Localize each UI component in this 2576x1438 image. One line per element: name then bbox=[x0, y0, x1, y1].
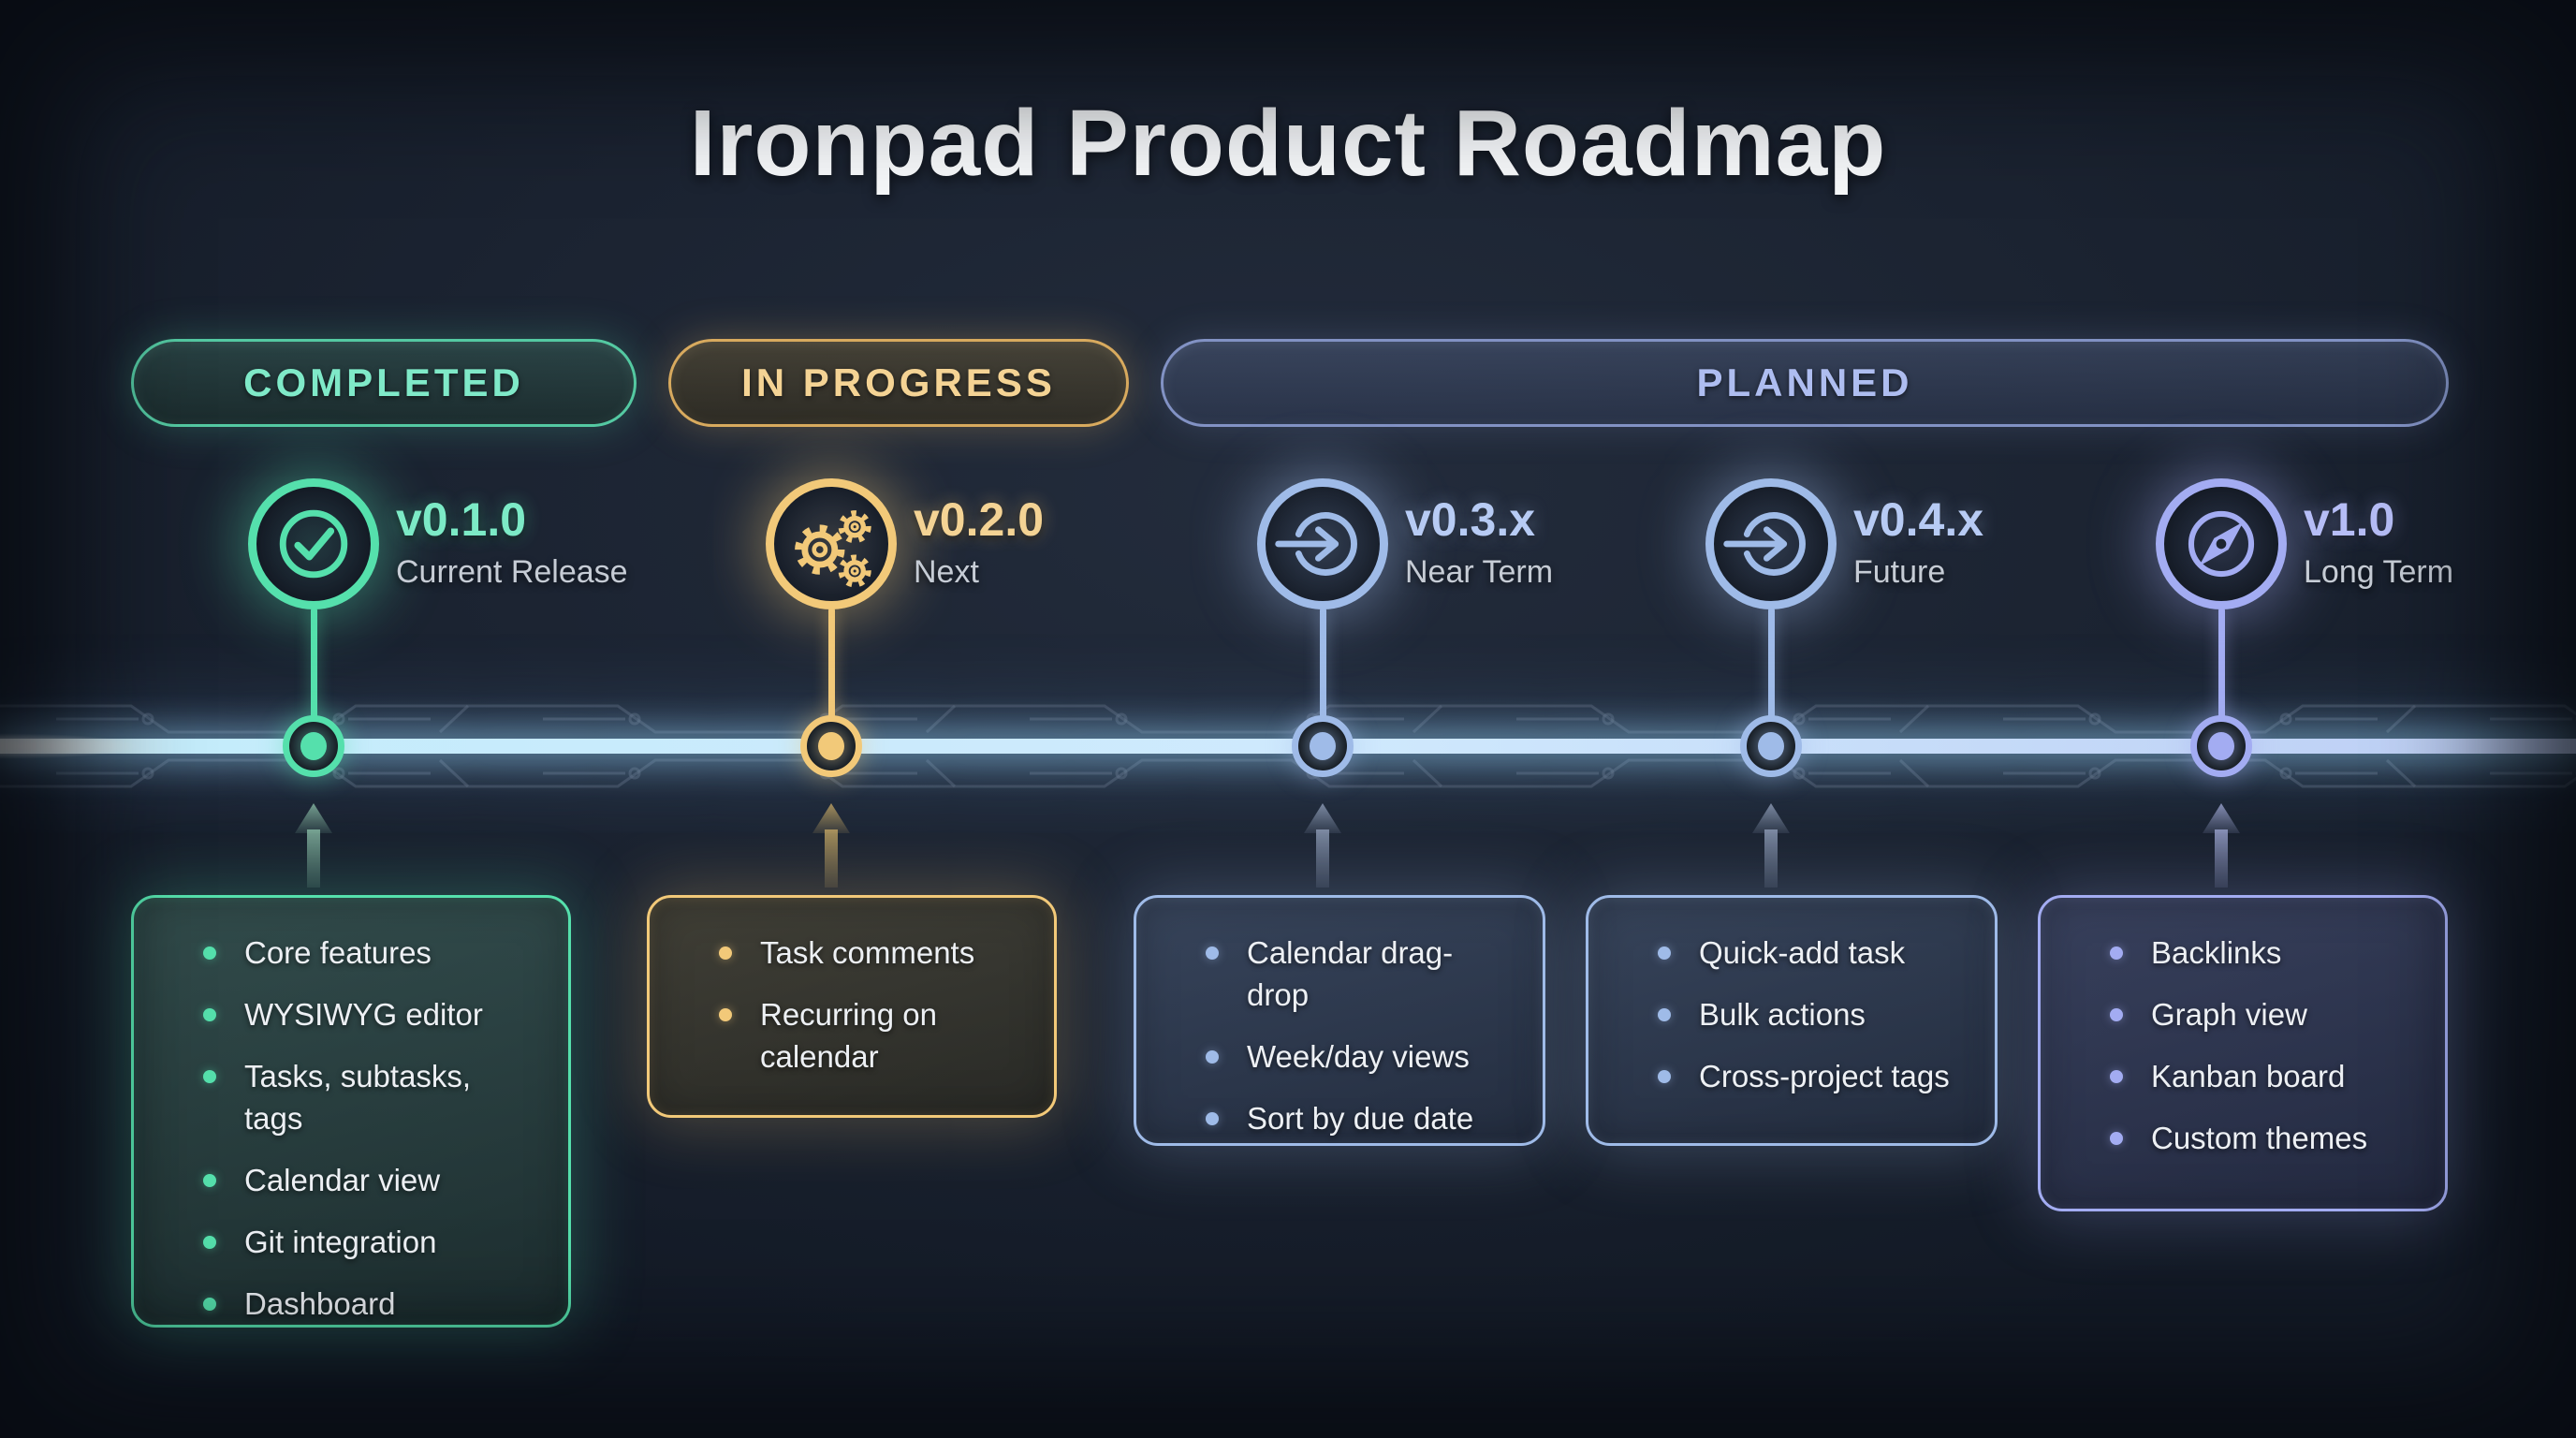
list-item: Task comments bbox=[687, 932, 1017, 974]
timeline-node bbox=[1740, 715, 1802, 777]
bullet-icon bbox=[719, 1008, 732, 1021]
bullet-icon bbox=[1206, 1050, 1219, 1064]
status-banner-planned: PLANNED bbox=[1161, 339, 2449, 427]
bullet-icon bbox=[1658, 1070, 1671, 1083]
up-arrow-icon bbox=[1304, 803, 1341, 888]
milestone-connector bbox=[311, 608, 317, 722]
milestone-badge-v03x bbox=[1257, 478, 1388, 609]
feature-list: Task comments Recurring on calendar bbox=[687, 932, 1017, 1078]
up-arrow-icon bbox=[295, 803, 332, 888]
feature-card-v10: Backlinks Graph view Kanban board Custom… bbox=[2038, 895, 2448, 1211]
arrow-circle-icon bbox=[1723, 512, 1806, 576]
list-item: Git integration bbox=[171, 1221, 531, 1263]
timeline-node-dot bbox=[1758, 732, 1784, 760]
milestone-connector bbox=[2218, 608, 2225, 722]
milestone-connector bbox=[828, 608, 835, 722]
arrow-circle-icon bbox=[1275, 512, 1357, 576]
feature-card-v020: Task comments Recurring on calendar bbox=[647, 895, 1057, 1118]
list-item: Week/day views bbox=[1174, 1035, 1505, 1078]
list-item: Calendar view bbox=[171, 1159, 531, 1201]
list-item: Tasks, subtasks, tags bbox=[171, 1055, 531, 1139]
list-item: Backlinks bbox=[2078, 932, 2408, 974]
feature-list: Calendar drag-drop Week/day views Sort b… bbox=[1174, 932, 1505, 1139]
milestone-timeframe: Current Release bbox=[396, 554, 628, 590]
timeline-node bbox=[283, 715, 344, 777]
list-item: Calendar drag-drop bbox=[1174, 932, 1505, 1016]
bullet-icon bbox=[203, 1298, 216, 1311]
milestone-version: v0.3.x bbox=[1405, 493, 1536, 546]
bullet-icon bbox=[2110, 1132, 2123, 1145]
timeline-node-dot bbox=[818, 732, 844, 760]
feature-card-v04x: Quick-add task Bulk actions Cross-projec… bbox=[1586, 895, 1998, 1146]
status-banner-label: PLANNED bbox=[1696, 360, 1913, 404]
list-item: WYSIWYG editor bbox=[171, 993, 531, 1035]
feature-list: Quick-add task Bulk actions Cross-projec… bbox=[1626, 932, 1957, 1097]
status-banner-completed: COMPLETED bbox=[131, 339, 637, 427]
list-item: Quick-add task bbox=[1626, 932, 1957, 974]
timeline-glow-cap bbox=[0, 733, 140, 759]
timeline-node-dot bbox=[2208, 732, 2234, 760]
milestone-version: v0.1.0 bbox=[396, 493, 527, 546]
compass-icon bbox=[2188, 510, 2255, 578]
list-item: Graph view bbox=[2078, 993, 2408, 1035]
page-title: Ironpad Product Roadmap bbox=[689, 91, 1887, 196]
milestone-version: v1.0 bbox=[2304, 493, 2395, 546]
bullet-icon bbox=[2110, 1008, 2123, 1021]
bullet-icon bbox=[2110, 1070, 2123, 1083]
milestone-badge-v020 bbox=[766, 478, 897, 609]
bullet-icon bbox=[203, 1236, 216, 1249]
milestone-badge-v10 bbox=[2156, 478, 2287, 609]
milestone-timeframe: Long Term bbox=[2304, 554, 2454, 590]
bullet-icon bbox=[2110, 946, 2123, 960]
list-item: Core features bbox=[171, 932, 531, 974]
milestone-connector bbox=[1768, 608, 1775, 722]
list-item: Bulk actions bbox=[1626, 993, 1957, 1035]
feature-list: Core features WYSIWYG editor Tasks, subt… bbox=[171, 932, 531, 1325]
timeline-node-dot bbox=[300, 732, 327, 760]
feature-list: Backlinks Graph view Kanban board Custom… bbox=[2078, 932, 2408, 1159]
list-item: Sort by due date bbox=[1174, 1097, 1505, 1139]
list-item: Recurring on calendar bbox=[687, 993, 1017, 1078]
bullet-icon bbox=[203, 1174, 216, 1187]
milestone-badge-v010 bbox=[248, 478, 379, 609]
check-circle-icon bbox=[279, 509, 348, 579]
bullet-icon bbox=[1206, 946, 1219, 960]
feature-card-v03x: Calendar drag-drop Week/day views Sort b… bbox=[1134, 895, 1545, 1146]
bullet-icon bbox=[719, 946, 732, 960]
list-item: Kanban board bbox=[2078, 1055, 2408, 1097]
bullet-icon bbox=[1206, 1112, 1219, 1125]
list-item: Cross-project tags bbox=[1626, 1055, 1957, 1097]
list-item: Custom themes bbox=[2078, 1117, 2408, 1159]
milestone-badge-v04x bbox=[1705, 478, 1837, 609]
up-arrow-icon bbox=[1752, 803, 1790, 888]
milestone-timeframe: Future bbox=[1853, 554, 1946, 590]
bullet-icon bbox=[1658, 946, 1671, 960]
status-banner-label: IN PROGRESS bbox=[741, 360, 1056, 404]
bullet-icon bbox=[203, 1070, 216, 1083]
timeline-node bbox=[2190, 715, 2252, 777]
feature-card-v010: Core features WYSIWYG editor Tasks, subt… bbox=[131, 895, 571, 1328]
milestone-connector bbox=[1320, 608, 1326, 722]
milestone-version: v0.4.x bbox=[1853, 493, 1984, 546]
list-item: Dashboard bbox=[171, 1283, 531, 1325]
timeline-bar bbox=[0, 733, 2576, 759]
up-arrow-icon bbox=[812, 803, 850, 888]
milestone-timeframe: Near Term bbox=[1405, 554, 1554, 590]
milestone-timeframe: Next bbox=[914, 554, 979, 590]
bullet-icon bbox=[1658, 1008, 1671, 1021]
status-banner-in-progress: IN PROGRESS bbox=[668, 339, 1129, 427]
status-banner-label: COMPLETED bbox=[243, 360, 524, 404]
bullet-icon bbox=[203, 1008, 216, 1021]
gears-icon bbox=[795, 510, 871, 588]
up-arrow-icon bbox=[2203, 803, 2240, 888]
milestone-version: v0.2.0 bbox=[914, 493, 1045, 546]
timeline-node bbox=[800, 715, 862, 777]
bullet-icon bbox=[203, 946, 216, 960]
timeline-node-dot bbox=[1310, 732, 1336, 760]
timeline-node bbox=[1292, 715, 1354, 777]
